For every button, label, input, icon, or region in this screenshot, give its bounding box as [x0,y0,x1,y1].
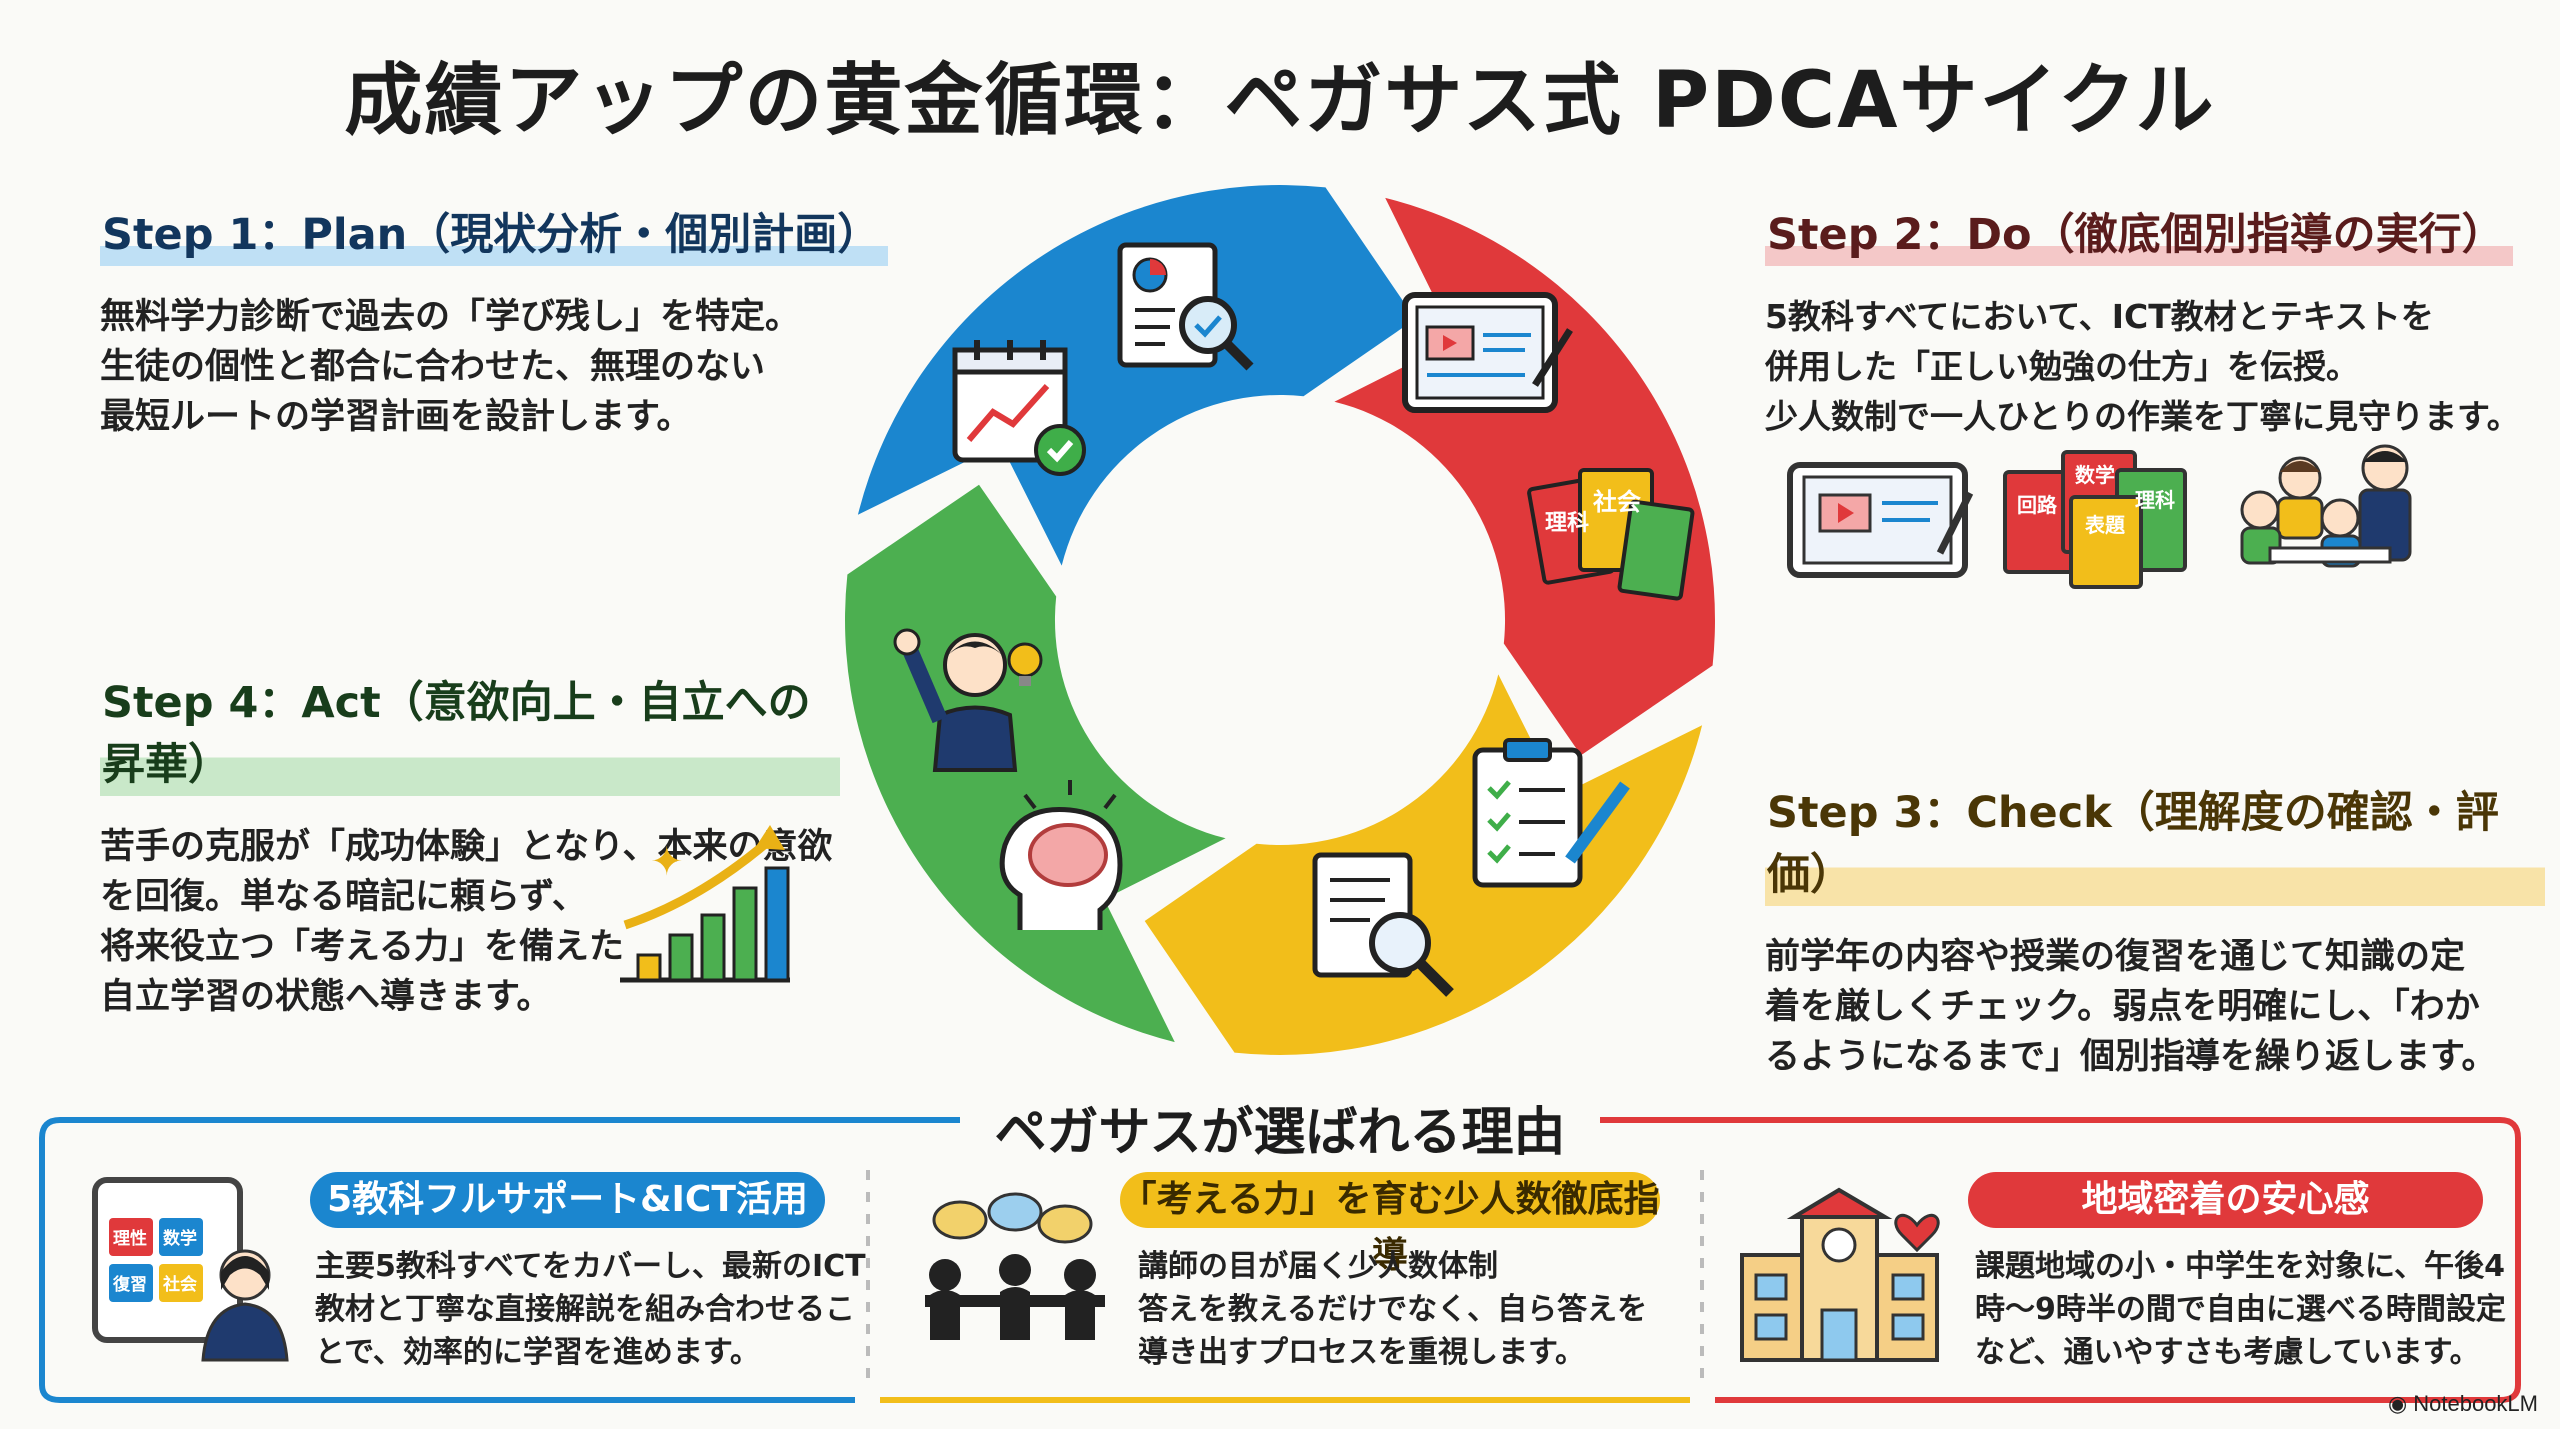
book-label-text: 表題 [2085,513,2126,537]
reason-line: 講師の目が届く少人数体制 [1138,1249,1498,1284]
step-act-line: 自立学習の状態へ導きます。 [100,977,552,1017]
reason-body-small-class: 講師の目が届く少人数体制 答えを教えるだけでなく、自ら答えを 導き出すプロセスを… [1138,1245,1678,1374]
cycle-segment-do [1334,197,1715,756]
cycle-segment-act [845,484,1226,1043]
pdca-cycle-ring [845,185,1715,1055]
step-check-heading: Step 3：Check（理解度の確認・評価） [1765,778,2545,906]
book-label-text: 数学 [2075,463,2115,487]
reason-label-local: 地域密着の安心感 [1968,1172,2483,1228]
book-label-text: 理科 [2135,488,2175,512]
reasons-title: ペガサスが選ばれる理由 [0,1090,2560,1165]
reason-body-local: 課題地域の小・中学生を対象に、午後4 時〜9時半の間で自由に選べる時間設定 など… [1975,1245,2515,1374]
reason-line: 時〜9時半の間で自由に選べる時間設定 [1975,1292,2506,1327]
reasons-title-text: ペガサスが選ばれる理由 [964,1103,1596,1163]
reason-line: 導き出すプロセスを重視します。 [1138,1335,1585,1370]
notebooklm-watermark: ◉ NotebookLM [2388,1391,2538,1417]
subject-books-icon: 回路 数学 理科 表題 [2003,450,2187,589]
reason-body-ict: 主要5教科すべてをカバーし、最新のICT 教材と丁寧な直接解説を組み合わせるこ … [315,1245,875,1374]
step-do-line: 5教科すべてにおいて、ICT教材とテキストを [1765,297,2434,336]
reason-line: 教材と丁寧な直接解説を組み合わせるこ [315,1292,855,1327]
step-check-line: 前学年の内容や授業の復習を通じて知識の定 [1765,937,2466,977]
step-check: Step 3：Check（理解度の確認・評価） 前学年の内容や授業の復習を通じて… [1765,778,2545,1082]
cycle-segment-check [1144,674,1703,1055]
step-act-line: 将来役立つ「考える力」を備えた [100,927,624,967]
step-act-line: 苦手の克服が「成功体験」となり、本来の意欲 [100,827,833,867]
cycle-segment-plan [857,185,1416,566]
step-do: Step 2：Do（徹底個別指導の実行） 5教科すべてにおいて、ICT教材とテキ… [1765,200,2545,442]
tablet-study-icon [1787,462,1974,578]
book-label-text: 理性 [113,1228,147,1249]
reason-label-small-class: 「考える力」を育む少人数徹底指導 [1120,1172,1660,1276]
reason-line: 課題地域の小・中学生を対象に、午後4 [1975,1249,2505,1284]
step-plan-line: 無料学力診断で過去の「学び残し」を特定。 [100,297,801,337]
step-do-body: 5教科すべてにおいて、ICT教材とテキストを 併用した「正しい勉強の仕方」を伝授… [1765,292,2545,442]
page-title: 成績アップの黄金循環：ペガサス式 PDCAサイクル [344,56,2216,146]
notebooklm-logo-icon: ◉ [2387,1391,2414,1416]
reason-line: など、通いやすさも考慮しています。 [1975,1335,2480,1370]
step-plan-heading: Step 1：Plan（現状分析・個別計画） [100,200,889,266]
step-act: Step 4：Act（意欲向上・自立への昇華） 苦手の克服が「成功体験」となり、… [100,668,840,1022]
step-plan-line: 生徒の個性と都合に合わせた、無理のない [100,347,766,387]
small-class-group-icon [2240,444,2412,568]
tablet-teacher-icon: 理性 数学 復習 社会 [92,1177,289,1362]
book-label-text: 数学 [163,1228,197,1249]
reason-line: 主要5教科すべてをカバーし、最新のICT [315,1249,866,1284]
step-do-line: 併用した「正しい勉強の仕方」を伝授。 [1765,347,2359,386]
step-do-heading: Step 2：Do（徹底個別指導の実行） [1765,200,2513,266]
reason-line: 答えを教えるだけでなく、自ら答えを [1138,1292,1648,1327]
school-building-icon [1740,1187,1940,1362]
step-act-line: を回復。単なる暗記に頼らず、 [100,877,587,917]
step-act-heading: Step 4：Act（意欲向上・自立への昇華） [100,668,840,796]
step-do-line: 少人数制で一人ひとりの作業を丁寧に見守ります。 [1765,397,2520,436]
group-discussion-icon [925,1192,1105,1340]
book-label-text: 復習 [112,1274,147,1295]
reason-label-ict: 5教科フルサポート&ICT活用 [310,1172,825,1228]
step-plan: Step 1：Plan（現状分析・個別計画） 無料学力診断で過去の「学び残し」を… [100,200,900,442]
step-check-line: るようになるまで」個別指導を繰り返します。 [1765,1037,2497,1077]
step-plan-body: 無料学力診断で過去の「学び残し」を特定。 生徒の個性と都合に合わせた、無理のない… [100,292,900,442]
reason-line: とで、効率的に学習を進めます。 [315,1335,760,1370]
step-act-body: 苦手の克服が「成功体験」となり、本来の意欲 を回復。単なる暗記に頼らず、 将来役… [100,822,840,1022]
step-check-body: 前学年の内容や授業の復習を通じて知識の定 着を厳しくチェック。弱点を明確にし、「… [1765,932,2545,1082]
step-plan-line: 最短ルートの学習計画を設計します。 [100,397,692,437]
step-check-line: 着を厳しくチェック。弱点を明確にし、「わか [1765,987,2480,1027]
book-label-text: 社会 [162,1274,197,1295]
watermark-text: NotebookLM [2413,1391,2538,1416]
book-label-text: 回路 [2017,493,2058,517]
